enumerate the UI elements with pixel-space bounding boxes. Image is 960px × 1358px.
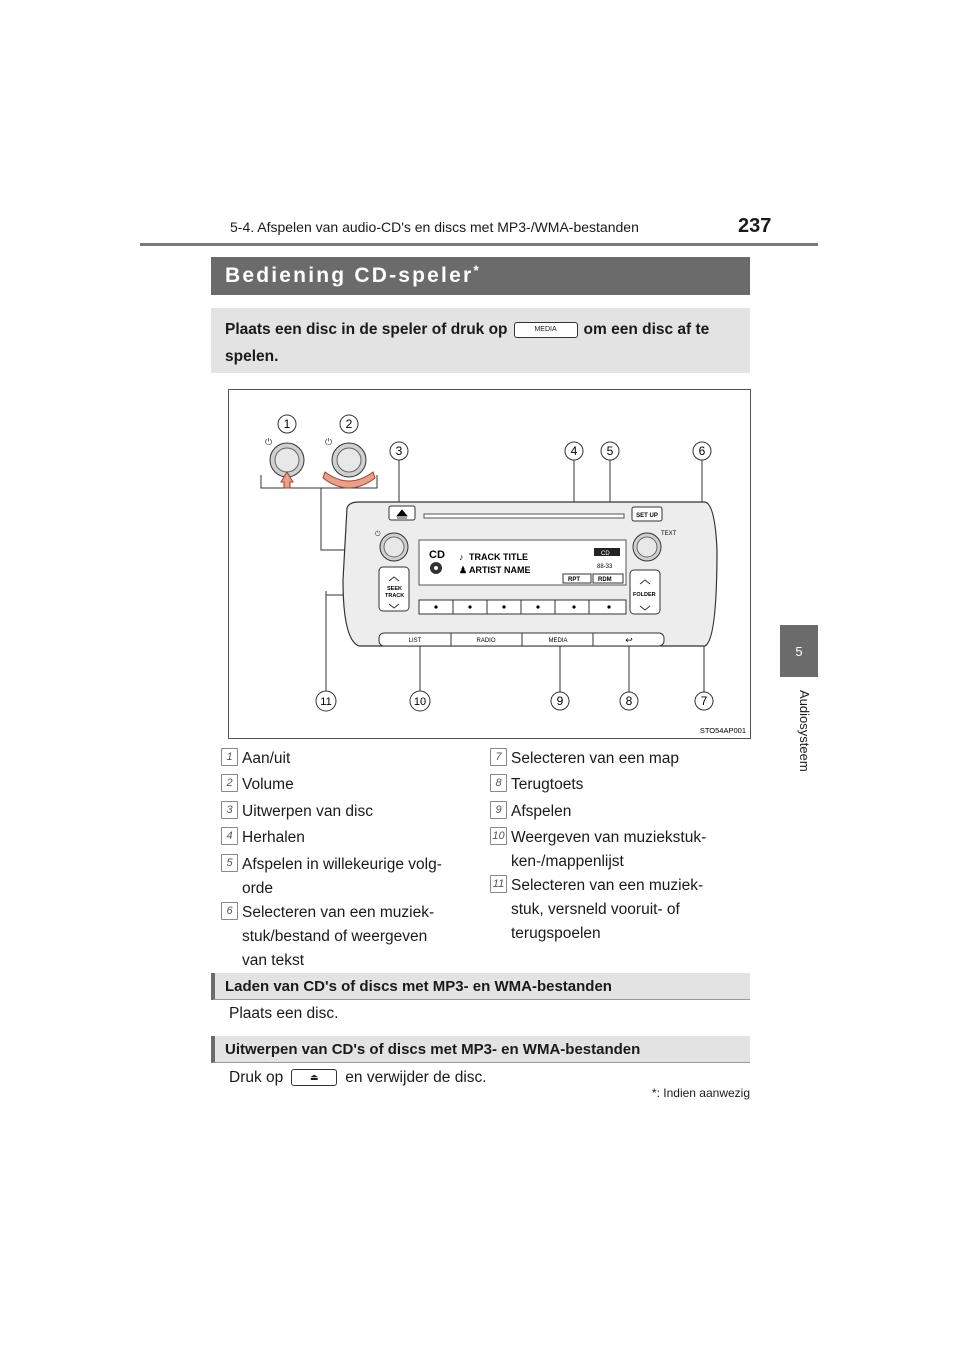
- callout-6: 6: [699, 444, 706, 458]
- cd-player-diagram: ⏻ ⏻ SET UP TEXT ⏻ CD ♪ TRACK TITLE ♟ ART…: [260, 414, 746, 735]
- loading-instruction: Plaats een disc.: [229, 1005, 339, 1022]
- eject-key-icon: ⏏: [291, 1069, 338, 1087]
- svg-text:⏻: ⏻: [265, 437, 272, 447]
- legend-num-7: 7: [490, 748, 507, 766]
- page-number: 237: [738, 215, 772, 237]
- legend-item-2: Volume: [242, 776, 294, 793]
- cd-player-figure: ⏻ ⏻ SET UP TEXT ⏻ CD ♪ TRACK TITLE ♟ ART…: [228, 389, 751, 739]
- text-label: TEXT: [661, 531, 677, 537]
- callout-2: 2: [346, 417, 353, 431]
- legend-item-1: Aan/uit: [242, 750, 291, 767]
- legend-item-9: Afspelen: [511, 803, 572, 820]
- svg-text:♪: ♪: [459, 552, 464, 562]
- disc-slot: [423, 513, 625, 519]
- folder-button[interactable]: [629, 569, 661, 615]
- intro-box: Plaats een disc in de speler of druk op M…: [211, 308, 750, 373]
- figure-code: STO54AP001: [700, 726, 746, 735]
- callout-5: 5: [607, 444, 614, 458]
- list-button[interactable]: LIST: [409, 638, 422, 644]
- legend-item-10: Weergeven van muziekstuk-ken-/mappenlijs…: [511, 829, 707, 870]
- callout-10: 10: [414, 696, 426, 708]
- legend-item-4: Herhalen: [242, 829, 305, 846]
- legend-num-4: 4: [221, 827, 238, 845]
- display-track-title: TRACK TITLE: [469, 552, 528, 562]
- callout-1: 1: [284, 417, 291, 431]
- section-title-bar: Bediening CD-speler*: [211, 257, 750, 295]
- setup-label: SET UP: [636, 513, 658, 519]
- svg-text:⏻: ⏻: [375, 530, 381, 538]
- footnote: *: Indien aanwezig: [651, 1086, 750, 1100]
- legend-item-8: Terugtoets: [511, 776, 584, 793]
- ejecting-instruction: Druk op⏏en verwijder de disc.: [229, 1069, 487, 1087]
- callout-7: 7: [701, 694, 708, 708]
- callout-3: 3: [396, 444, 403, 458]
- legend-num-10: 10: [490, 827, 507, 845]
- seek-label: SEEK: [387, 586, 402, 592]
- svg-text:♟: ♟: [459, 565, 467, 575]
- folder-label: FOLDER: [633, 592, 656, 598]
- section-heading-bar-loading: Laden van CD's of discs met MP3- en WMA-…: [211, 973, 750, 1000]
- track-label: TRACK: [385, 593, 404, 599]
- preset-buttons[interactable]: [418, 599, 627, 615]
- legend-num-3: 3: [221, 801, 238, 819]
- callout-8: 8: [626, 694, 633, 708]
- media-button[interactable]: MEDIA: [548, 638, 567, 644]
- chapter-tab-number: 5: [795, 643, 803, 659]
- legend-item-7: Selecteren van een map: [511, 750, 680, 767]
- display-cd-badge: CD: [601, 551, 610, 557]
- legend-item-11: Selecteren van een muziek-stuk, versneld…: [511, 877, 704, 942]
- intro-text-before: Plaats een disc in de speler of druk op: [225, 321, 508, 338]
- callout-11: 11: [320, 696, 331, 708]
- legend-num-9: 9: [490, 801, 507, 819]
- display-artist-name: ARTIST NAME: [469, 565, 531, 575]
- volume-knob-closeup: ⏻: [322, 437, 376, 489]
- radio-button[interactable]: RADIO: [476, 638, 495, 644]
- chapter-tab-label: Audiosysteem: [797, 690, 812, 772]
- title-footnote-marker: *: [473, 262, 479, 278]
- page-title: Bediening CD-speler: [225, 264, 474, 287]
- intro-text-after: om een disc af te: [583, 321, 710, 338]
- section-heading-bar-ejecting: Uitwerpen van CD's of discs met MP3- en …: [211, 1036, 750, 1063]
- display-rpt: RPT: [568, 577, 580, 583]
- legend-num-2: 2: [221, 774, 238, 792]
- legend-num-5: 5: [221, 854, 238, 872]
- legend-num-1: 1: [221, 748, 238, 766]
- display-counter: 88-33: [597, 564, 613, 570]
- chapter-tab[interactable]: 5: [780, 625, 818, 677]
- callout-9: 9: [557, 694, 564, 708]
- callout-4: 4: [571, 444, 578, 458]
- intro-text-line2: spelen.: [225, 348, 279, 365]
- media-key-icon: MEDIA: [513, 321, 578, 338]
- section-heading-loading: Laden van CD's of discs met MP3- en WMA-…: [225, 978, 612, 995]
- header-divider: [140, 243, 818, 246]
- legend-item-3: Uitwerpen van disc: [242, 803, 373, 820]
- legend-num-6: 6: [221, 902, 238, 920]
- display-rdm: RDM: [598, 577, 612, 583]
- setup-button[interactable]: [631, 506, 663, 522]
- legend-num-11: 11: [490, 875, 507, 893]
- power-knob-closeup: ⏻: [265, 437, 305, 489]
- section-heading-ejecting: Uitwerpen van CD's of discs met MP3- en …: [225, 1041, 641, 1058]
- display-source: CD: [429, 549, 445, 561]
- svg-text:⏻: ⏻: [325, 437, 332, 447]
- legend-num-8: 8: [490, 774, 507, 792]
- seek-track-button[interactable]: [378, 566, 410, 612]
- back-button-icon[interactable]: ↩: [625, 635, 633, 645]
- legend-item-5: Afspelen in willekeurige volg-orde: [242, 856, 442, 897]
- chapter-header: 5-4. Afspelen van audio-CD's en discs me…: [230, 219, 639, 235]
- legend-item-6: Selecteren van een muziek-stuk/bestand o…: [242, 904, 435, 969]
